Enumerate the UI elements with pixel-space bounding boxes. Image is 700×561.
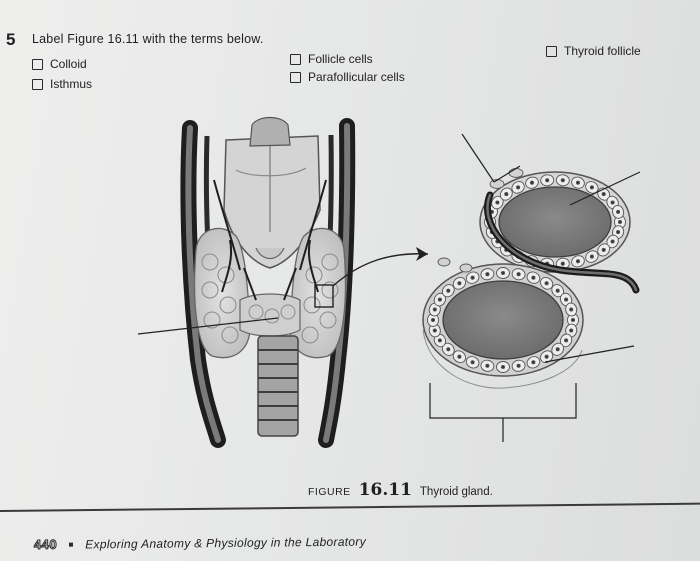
book-title: Exploring Anatomy & Physiology in the La… [85,534,367,551]
cell-nucleus [610,200,615,205]
cell-nucleus [564,338,569,343]
cell-nucleus [504,192,509,197]
figure-caption: FIGURE 16.11 Thyroid gland. [308,480,493,500]
cell-nucleus [564,297,569,302]
cell-nucleus [555,288,560,293]
term-label: Colloid [50,57,87,71]
cell-nucleus [470,360,475,365]
cell-nucleus [457,281,462,286]
leader-line [544,345,635,363]
trachea [257,335,299,437]
checkbox-icon[interactable] [32,58,43,70]
cell-nucleus [516,185,521,190]
cell-nucleus [516,272,521,277]
cell-nucleus [570,317,576,323]
cell-nucleus [555,347,560,352]
follicle-upper [479,168,640,294]
term-label: Parafollicular cells [308,70,405,84]
cell-nucleus [575,180,581,185]
cell-nucleus [601,247,606,252]
cell-nucleus [601,192,606,197]
term-label: Thyroid follicle [564,44,641,58]
cell-nucleus [545,178,550,183]
figure-label: FIGURE [308,486,351,498]
term-follicle-cells[interactable]: Follicle cells [290,52,373,66]
cell-nucleus [531,360,536,365]
footer-divider [0,502,700,512]
thyroid-gland-figure [137,116,641,448]
cell-nucleus [560,178,565,183]
cell-nucleus [560,261,565,266]
question-prompt: Label Figure 16.11 with the terms below. [32,32,264,46]
cell-nucleus [575,259,581,264]
cell-nucleus [500,364,506,370]
thyroid-lobes [193,227,347,359]
checkbox-icon[interactable] [290,53,301,65]
term-label: Follicle cells [308,52,373,66]
arrowhead-icon [416,247,428,261]
term-thyroid-follicle[interactable]: Thyroid follicle [546,44,641,58]
thyroid-arteries [213,179,327,301]
cell-nucleus [495,200,500,205]
cell-nucleus [432,328,437,333]
checkbox-icon[interactable] [546,45,557,57]
magnification-arrow [332,253,429,287]
cell-nucleus [437,297,442,302]
leader-line [137,317,279,335]
leader-line [461,133,495,183]
cell-nucleus [589,185,594,190]
larynx [223,116,321,269]
page-number: 440 [33,536,58,552]
cell-nucleus [589,254,594,259]
term-parafollicular-cells[interactable]: Parafollicular cells [290,70,405,84]
cell-nucleus [446,347,451,352]
leader-line [569,171,641,206]
figure-title: Thyroid gland. [419,486,493,498]
term-colloid[interactable]: Colloid [32,57,87,71]
cell-nucleus [616,209,621,214]
follicle-lower [422,257,584,389]
cell-nucleus [457,354,462,359]
cell-nucleus [516,363,521,368]
checkbox-icon[interactable] [290,71,301,83]
cell-nucleus [485,272,490,277]
label-leader-lines [137,133,641,442]
cell-nucleus [529,180,535,185]
cell-nucleus [470,275,475,280]
cell-nucleus [531,275,536,280]
cell-nucleus [617,219,623,225]
cell-nucleus [430,317,436,323]
leader-line [493,165,521,183]
term-label: Isthmus [50,77,93,91]
magnification-box [314,284,334,308]
term-isthmus[interactable]: Isthmus [32,77,92,91]
cell-nucleus [437,338,442,343]
cell-nucleus [569,307,574,312]
page-footer: 440 Exploring Anatomy & Physiology in th… [33,534,367,552]
cell-nucleus [500,270,506,276]
cell-nucleus [616,230,621,235]
bullet-icon [69,542,74,547]
cell-nucleus [432,307,437,312]
cell-nucleus [544,354,549,359]
cell-nucleus [544,281,549,286]
question-number: 5 [6,30,16,49]
figure-number: 16.11 [358,480,412,500]
checkbox-icon[interactable] [32,78,43,90]
cell-nucleus [485,363,490,368]
cell-nucleus [610,239,615,244]
cell-nucleus [446,288,451,293]
cell-nucleus [569,328,574,333]
